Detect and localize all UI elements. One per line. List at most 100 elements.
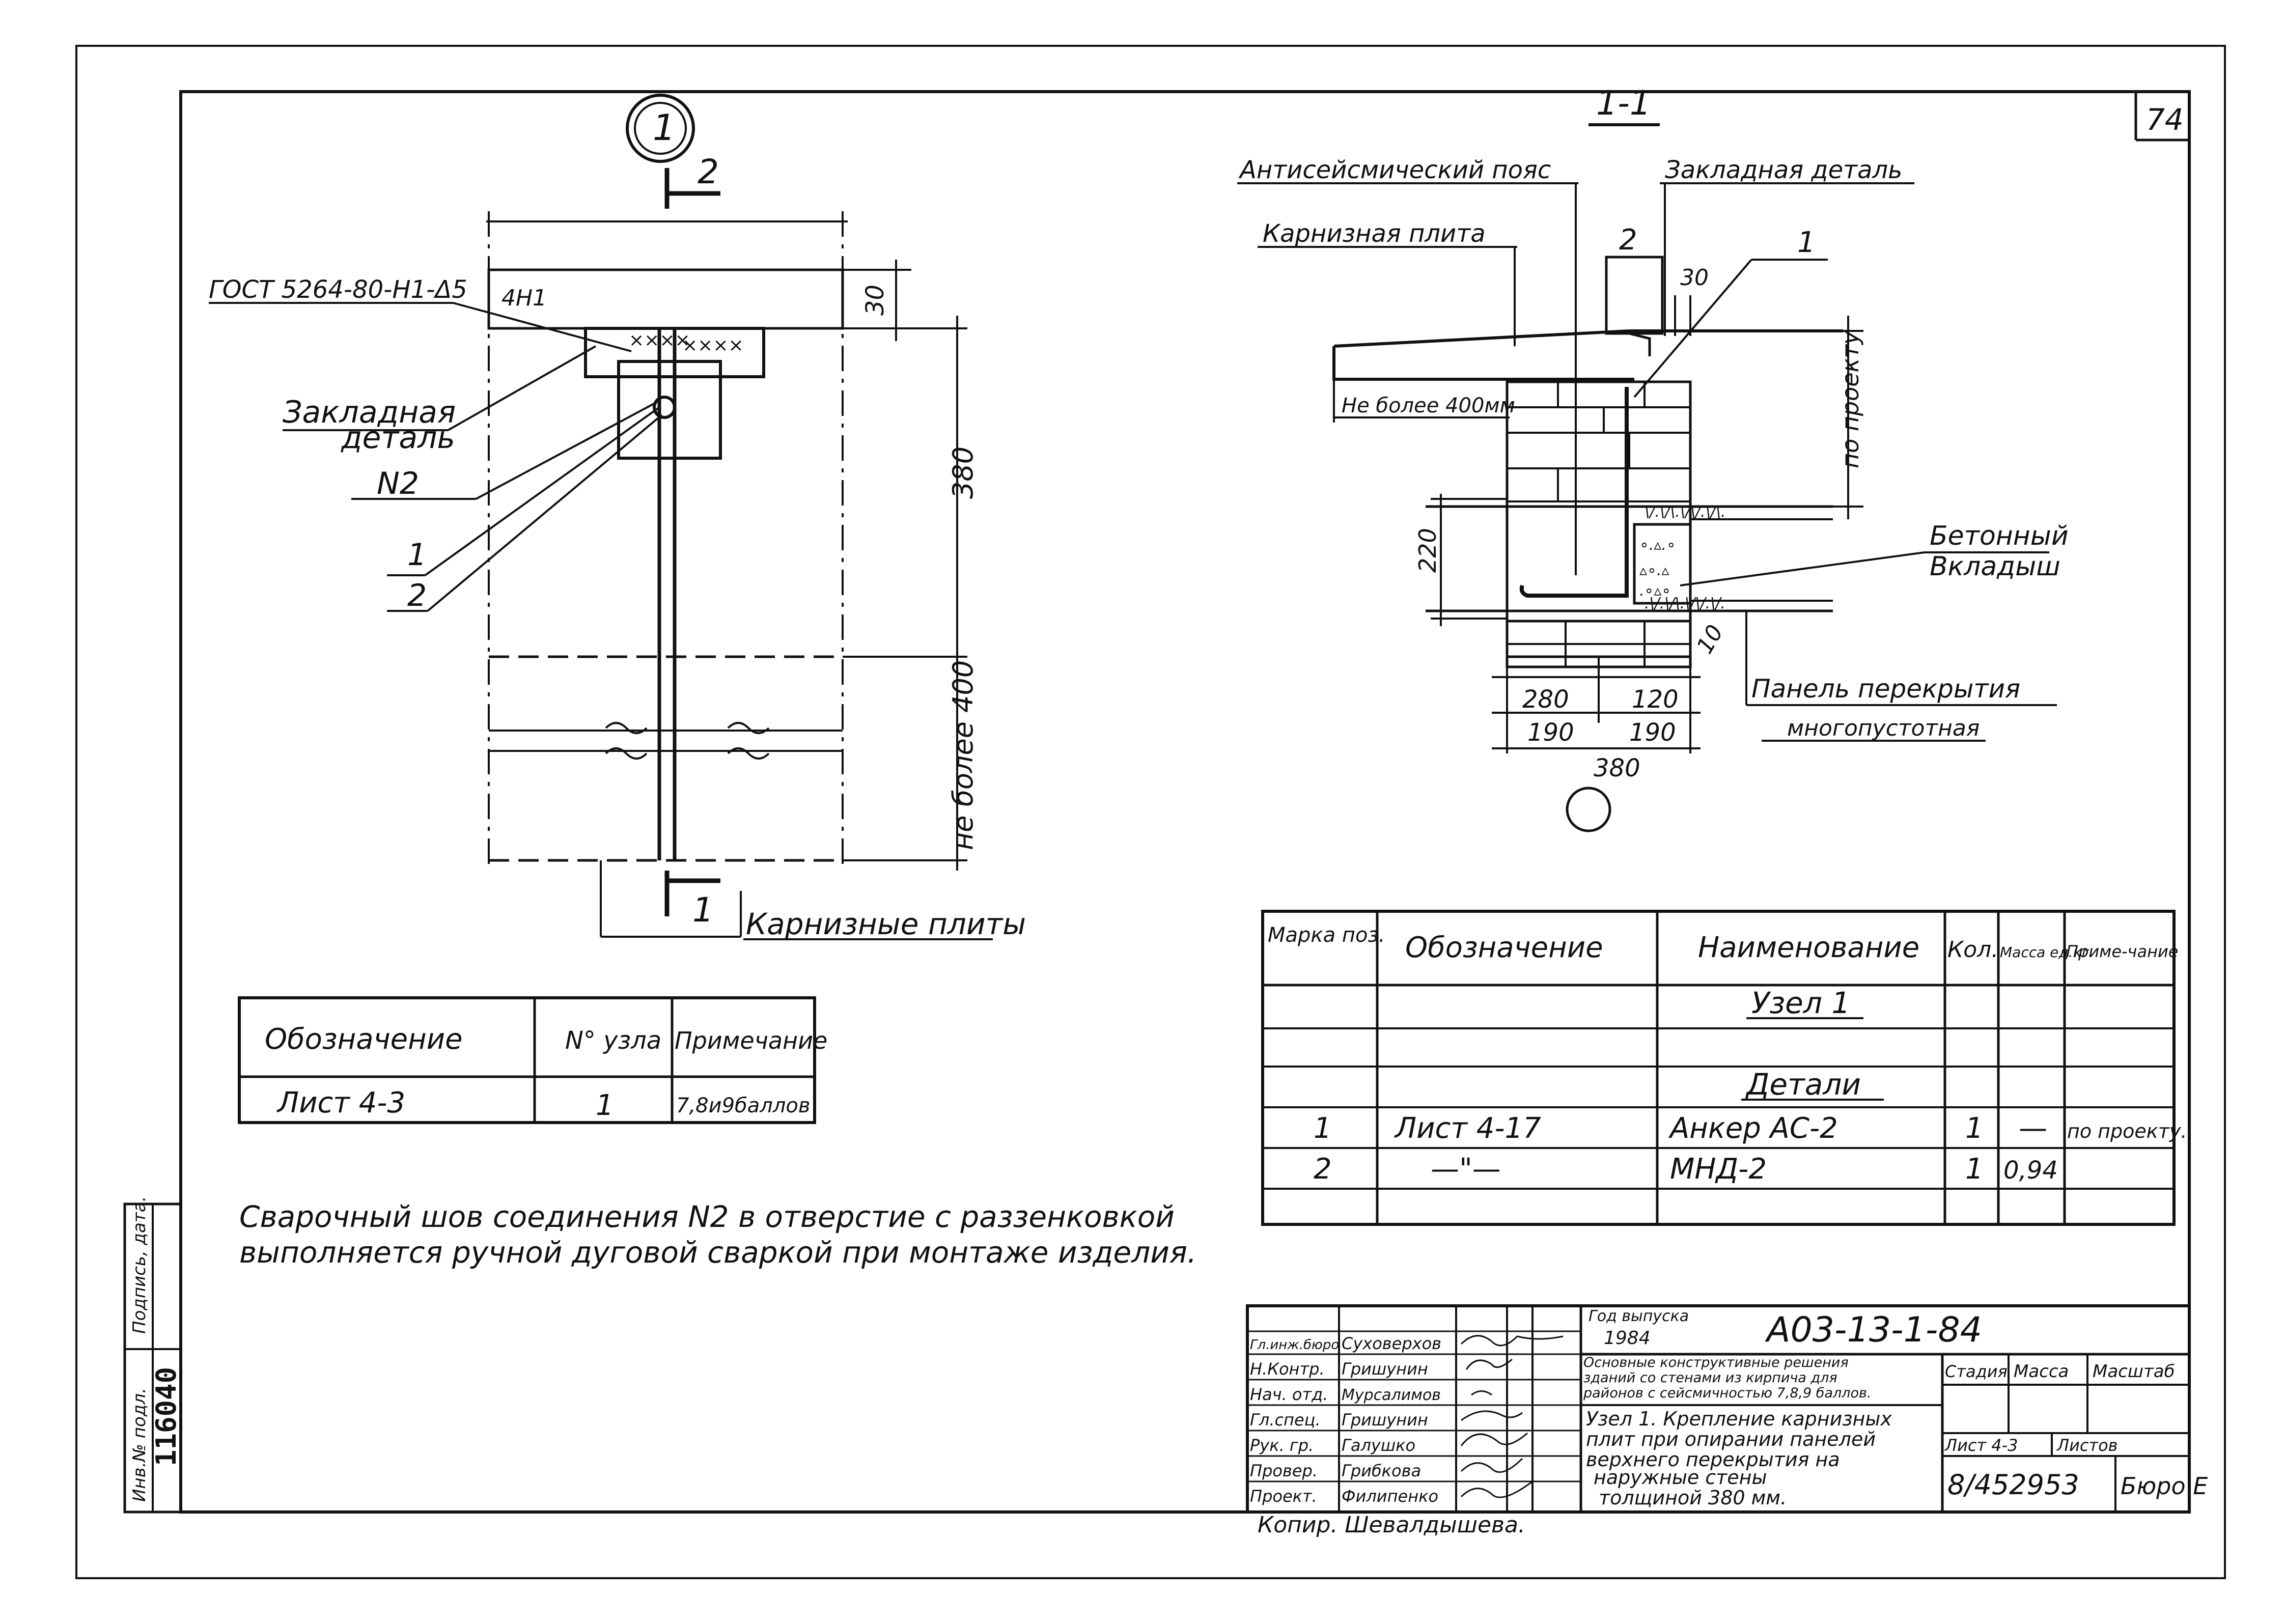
- svg-text:▵∘.▵: ▵∘.▵: [1639, 562, 1669, 579]
- ref-header-note: Примечание: [675, 1027, 827, 1054]
- inv-number: 116040: [150, 1367, 182, 1466]
- cornice-slabs-label: Карнизные плиты: [746, 907, 1026, 941]
- spec-header-note: Приме-чание: [2066, 942, 2178, 961]
- cornice-slab-label: Карнизная плита: [1263, 219, 1486, 248]
- spec-row1-qty: 1: [1965, 1112, 1984, 1145]
- bureau: Бюро Е: [2121, 1472, 2208, 1500]
- sheet-frame: [75, 45, 2226, 1579]
- ref-cell-note: 7,8и9баллов: [676, 1094, 810, 1117]
- dim-30-section: 30: [1680, 265, 1709, 291]
- svg-text:.∘▵∘: .∘▵∘: [1639, 582, 1671, 600]
- pos-2-section: 2: [1619, 223, 1637, 257]
- name-6: Филипенко: [1342, 1487, 1438, 1506]
- spec-header-qty: Кол.: [1947, 937, 1998, 963]
- dim-10: 10: [1692, 621, 1729, 658]
- max-400-label: Не более 400мм: [1342, 394, 1515, 417]
- sheet-number: 74: [2146, 102, 2184, 137]
- dim-30-left: 30: [861, 285, 889, 316]
- panel-sub-label: многопустотная: [1787, 715, 1980, 741]
- svg-text:××××: ××××: [682, 335, 744, 356]
- name-2: Мурсалимов: [1342, 1386, 1441, 1404]
- name-0: Суховерхов: [1342, 1334, 1441, 1353]
- dim-280: 280: [1522, 685, 1569, 714]
- svg-text:∘.▵.∘: ∘.▵.∘: [1639, 536, 1676, 554]
- role-2: Нач. отд.: [1250, 1385, 1328, 1404]
- inv-label: Инв.№ подл.: [129, 1388, 150, 1502]
- copied-by: Копир. Шевалдышева.: [1258, 1512, 1525, 1538]
- embedded-part-top-label: Закладная деталь: [1665, 156, 1902, 184]
- stage-label: Стадия: [1945, 1362, 2008, 1381]
- note-line-1: Сварочный шов соединения N2 в отверстие …: [239, 1199, 1175, 1234]
- spec-header-mark: Марка поз.: [1268, 923, 1385, 947]
- spec-row1-pos: 1: [1314, 1112, 1332, 1145]
- node-marker: [626, 94, 695, 163]
- year: 1984: [1604, 1328, 1651, 1349]
- name-1: Гришунин: [1342, 1359, 1428, 1379]
- spec-row1-name: Анкер АС-2: [1668, 1112, 1838, 1145]
- weld-label: 4Н1: [501, 285, 547, 311]
- pos-2-label: 2: [407, 578, 427, 613]
- dim-380-left: 380: [947, 446, 979, 499]
- descr-1: зданий со стенами из кирпича для: [1583, 1370, 1837, 1386]
- spec-row1-note: по проекту.: [2067, 1120, 2187, 1142]
- dim-190-a: 190: [1527, 718, 1574, 747]
- document-code: А03-13-1-84: [1765, 1310, 1982, 1350]
- antiseismic-belt-label: Антисейсмический пояс: [1238, 156, 1551, 184]
- pos-1-section: 1: [1797, 226, 1816, 259]
- side-stamp: Подпись, дата. Инв.№ подл. 116040: [123, 1196, 182, 1514]
- title-line-1: плит при опирании панелей: [1586, 1428, 1876, 1450]
- spec-table: Марка поз. Обозначение Наименование Кол.…: [1261, 910, 2187, 1226]
- year-label: Год выпуска: [1589, 1307, 1689, 1325]
- ref-cell-node: 1: [596, 1089, 614, 1122]
- role-4: Рук. гр.: [1250, 1436, 1314, 1455]
- dim-400-left: не более 400: [947, 660, 979, 850]
- by-project-vertical: по проекту: [1836, 330, 1864, 468]
- spec-row2-mass: 0,94: [2003, 1156, 2058, 1185]
- title-line-3: наружные стены: [1594, 1466, 1767, 1489]
- spec-header-name: Наименование: [1698, 931, 1919, 964]
- section-mark-bottom: 1: [692, 890, 714, 930]
- spec-row2-pos: 2: [1314, 1153, 1332, 1186]
- note-line-2: выполняется ручной дуговой сваркой при м…: [239, 1235, 1196, 1270]
- section-title: 1-1: [1596, 83, 1651, 123]
- dim-220: 220: [1414, 528, 1441, 573]
- spec-header-designation: Обозначение: [1405, 931, 1603, 964]
- spec-row1-designation: Лист 4-17: [1394, 1112, 1541, 1145]
- spec-row2-name: МНД-2: [1670, 1153, 1767, 1186]
- role-0: Гл.инж.бюро: [1250, 1337, 1339, 1353]
- descr-2: районов с сейсмичностью 7,8,9 баллов.: [1583, 1385, 1872, 1401]
- dim-190-b: 190: [1629, 718, 1676, 747]
- name-3: Гришунин: [1342, 1410, 1428, 1430]
- name-4: Галушко: [1342, 1436, 1415, 1455]
- pos-1-label: 1: [407, 537, 427, 573]
- sheet-number-box: 74: [2134, 92, 2189, 142]
- left-view: 1 2 30 ×××× ×××× 380 не более: [209, 94, 1026, 941]
- svg-text:\/.\/\.\/\/.\/\.: \/.\/\.\/\/.\/\.: [1645, 503, 1725, 521]
- gost-label: ГОСТ 5264-80-Н1-Δ5: [209, 275, 467, 304]
- dim-380-bottom: 380: [1594, 754, 1640, 782]
- ref-cell-sheet: Лист 4-3: [276, 1086, 405, 1119]
- dim-120: 120: [1632, 685, 1679, 714]
- role-1: Н.Контр.: [1250, 1359, 1325, 1379]
- node-marker-label: 1: [653, 107, 676, 149]
- concrete-insert-label-2: Вкладыш: [1930, 551, 2060, 582]
- section-mark-top: 2: [698, 152, 719, 191]
- embedded-part-label-2: деталь: [341, 420, 455, 456]
- spec-row-details: Детали: [1745, 1067, 1861, 1102]
- scale-label: Масштаб: [2093, 1361, 2175, 1382]
- ref-header-node: N° узла: [565, 1026, 661, 1055]
- spec-row-node1: Узел 1: [1751, 986, 1850, 1020]
- spec-header-mass: Масса ед.кг: [2000, 944, 2089, 961]
- title-line-2: верхнего перекрытия на: [1586, 1448, 1840, 1471]
- descr-0: Основные конструктивные решения: [1583, 1355, 1849, 1370]
- title-line-4: толщиной 380 мм.: [1599, 1487, 1787, 1509]
- mass-label: Масса: [2014, 1361, 2069, 1382]
- signatures: [1460, 1335, 1564, 1498]
- ref-header-designation: Обозначение: [265, 1023, 463, 1056]
- role-6: Проект.: [1250, 1487, 1317, 1506]
- doc-number: 8/452953: [1947, 1469, 2079, 1501]
- section-view: 1-1 Антисейсмический пояс Закладная дета…: [1237, 83, 2069, 832]
- spec-row2-designation: —"—: [1431, 1153, 1501, 1186]
- sign-date-label: Подпись, дата.: [129, 1196, 150, 1334]
